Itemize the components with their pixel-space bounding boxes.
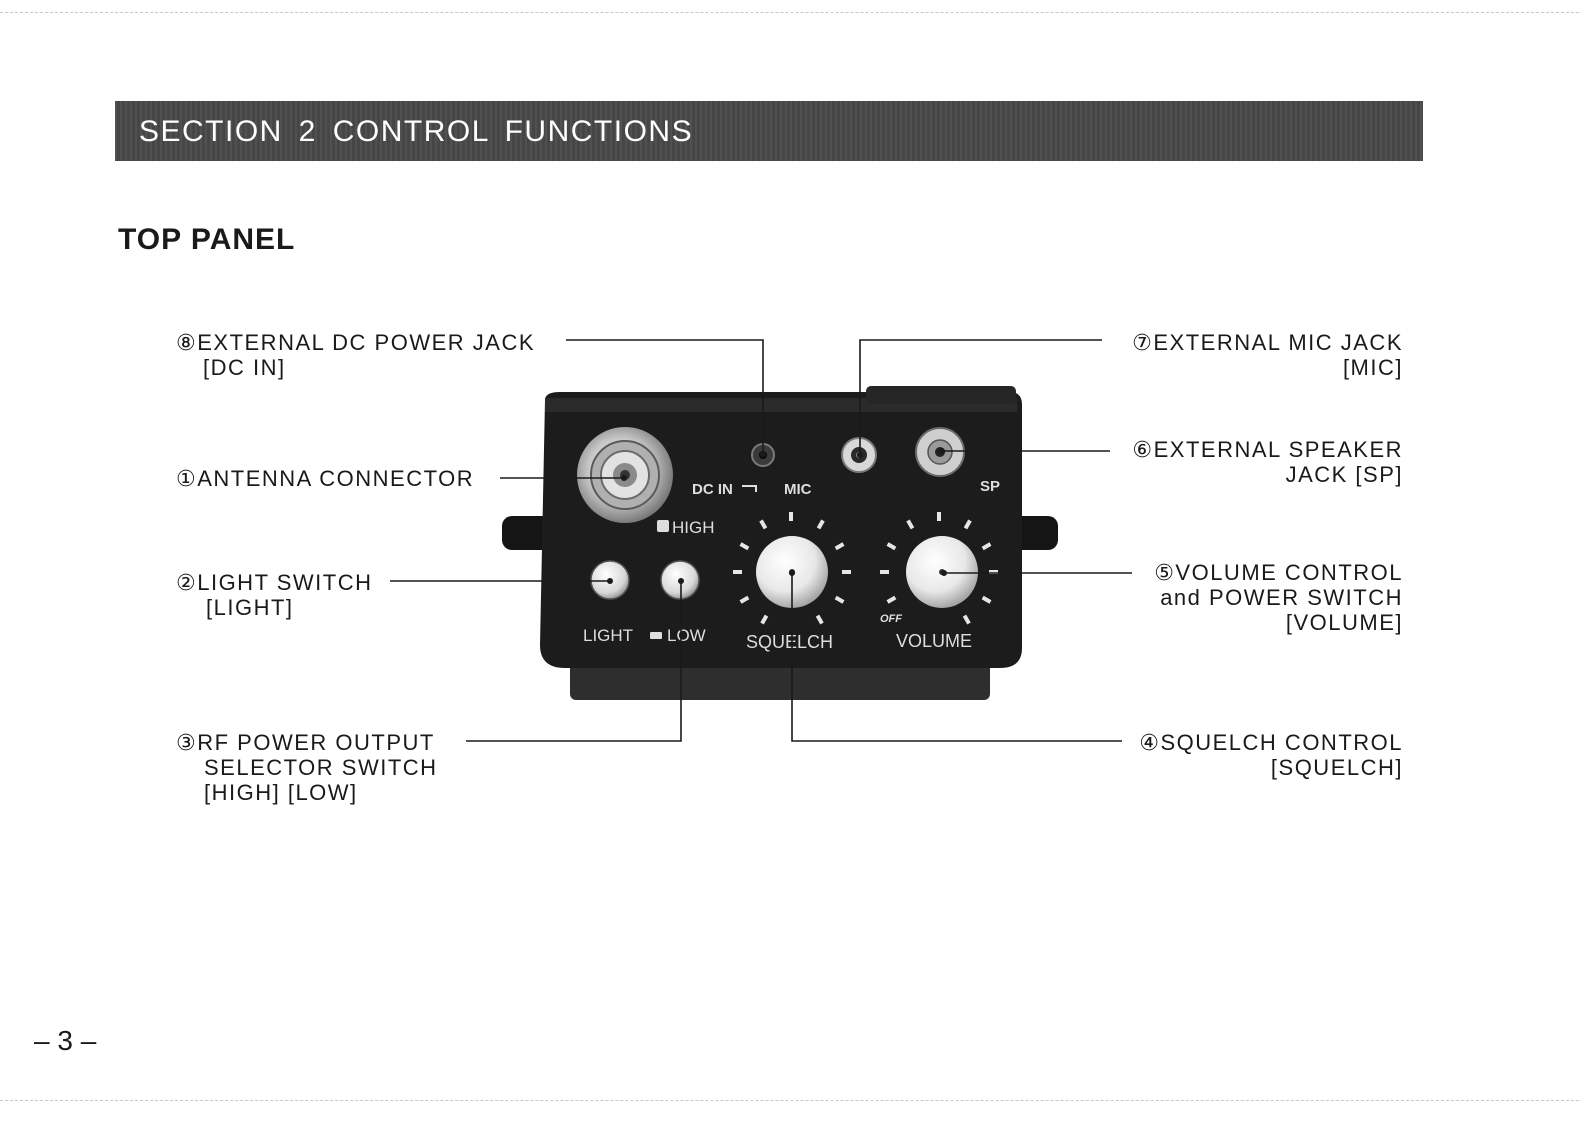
panel-label-off: OFF: [880, 613, 902, 625]
callout-rf-power-line1: ③RF POWER OUTPUT: [176, 730, 435, 755]
top-border-rule: [0, 12, 1579, 13]
leader-line-dc-power-jack: [566, 339, 764, 452]
callout-volume-title: ⑤VOLUME CONTROL: [1154, 560, 1403, 585]
callout-dc-power-jack-title: ⑧EXTERNAL DC POWER JACK: [176, 330, 536, 355]
leader-lines: [390, 339, 1132, 742]
leader-line-mic-jack: [859, 339, 1102, 452]
callout-squelch-title: ④SQUELCH CONTROL: [1139, 730, 1403, 755]
low-power-icon: [650, 632, 662, 639]
volume-scale-ticks: [880, 512, 998, 625]
callout-rf-power-tag: [HIGH] [LOW]: [204, 780, 358, 805]
panel-label-high: HIGH: [672, 518, 715, 537]
high-power-icon: [657, 520, 669, 532]
subheading-top-panel: TOP PANEL: [118, 223, 296, 256]
antenna-connector: [577, 427, 673, 523]
callout-volume-line2: and POWER SWITCH: [1160, 585, 1403, 610]
bottom-border-rule: [0, 1100, 1579, 1101]
callout-light-switch-tag: [LIGHT]: [206, 595, 294, 620]
panel-label-mic: MIC: [784, 481, 812, 498]
callout-light-switch-title: ②LIGHT SWITCH: [176, 570, 373, 595]
callout-dc-power-jack: ⑧EXTERNAL DC POWER JACK [DC IN]: [176, 330, 535, 380]
panel-label-light: LIGHT: [583, 626, 633, 645]
page-number: – 3 –: [34, 1025, 97, 1056]
callout-dc-power-jack-tag: [DC IN]: [203, 355, 286, 380]
callout-mic-jack-tag: [MIC]: [1342, 355, 1403, 380]
callout-rf-power-selector: ③RF POWER OUTPUT SELECTOR SWITCH [HIGH] …: [176, 730, 438, 805]
callout-speaker-jack-title: ⑥EXTERNAL SPEAKER: [1132, 437, 1403, 462]
panel-label-squelch: SQUELCH: [746, 632, 833, 652]
section-title: SECTION 2 CONTROL FUNCTIONS: [139, 115, 694, 148]
callout-volume-control: ⑤VOLUME CONTROL and POWER SWITCH [VOLUME…: [1154, 560, 1403, 635]
left-side-tab: [502, 516, 552, 550]
callout-mic-jack: ⑦EXTERNAL MIC JACK [MIC]: [1132, 330, 1403, 380]
callout-speaker-jack: ⑥EXTERNAL SPEAKER JACK [SP]: [1132, 437, 1403, 487]
leader-line-squelch: [791, 575, 1122, 742]
callout-speaker-jack-tag: JACK [SP]: [1285, 462, 1403, 487]
callout-volume-tag: [VOLUME]: [1285, 610, 1403, 635]
squelch-scale-ticks: [733, 512, 851, 625]
callout-antenna-connector: ①ANTENNA CONNECTOR: [176, 466, 474, 491]
panel-label-volume: VOLUME: [896, 631, 972, 651]
callout-rf-power-line2: SELECTOR SWITCH: [204, 755, 438, 780]
panel-label-sp: SP: [980, 478, 1000, 495]
callout-squelch-control: ④SQUELCH CONTROL [SQUELCH]: [1139, 730, 1403, 780]
callout-mic-jack-title: ⑦EXTERNAL MIC JACK: [1132, 330, 1403, 355]
callout-antenna-title: ①ANTENNA CONNECTOR: [176, 466, 475, 491]
section-banner: SECTION 2 CONTROL FUNCTIONS: [115, 101, 1423, 161]
panel-label-dc-in: DC IN: [692, 481, 733, 498]
callout-light-switch: ②LIGHT SWITCH [LIGHT]: [176, 570, 373, 620]
callout-squelch-tag: [SQUELCH]: [1270, 755, 1403, 780]
panel-label-low: LOW: [667, 626, 706, 645]
leader-line-rf-power: [466, 582, 682, 742]
leader-line-endpoints: [607, 448, 947, 584]
dc-polarity-icon: [742, 485, 757, 492]
